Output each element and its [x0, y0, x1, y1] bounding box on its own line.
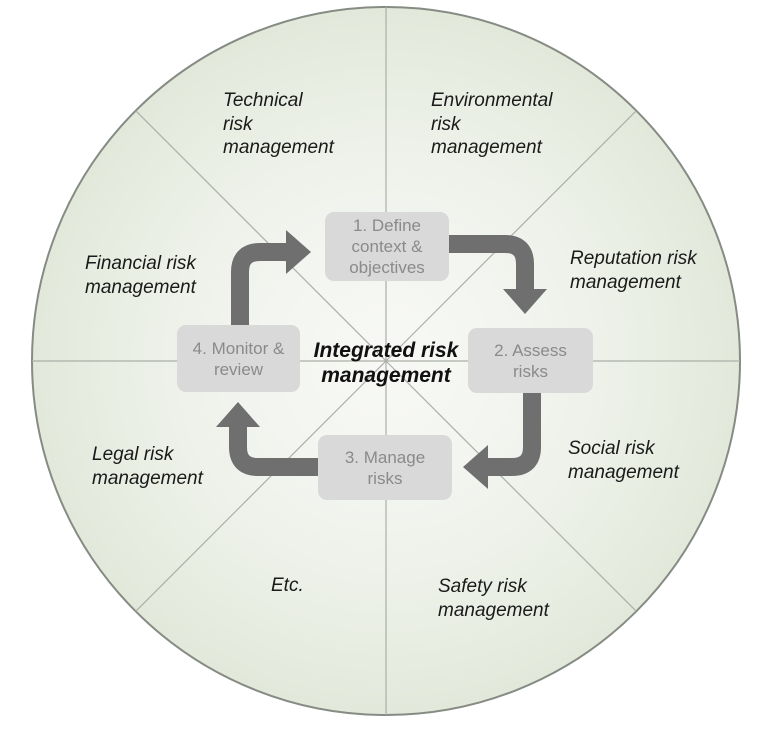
- sector-label-environmental: Environmental risk management: [431, 90, 553, 158]
- sector-label-safety: Safety risk management: [438, 576, 549, 621]
- sector-label-technical: Technical risk management: [223, 90, 334, 158]
- cycle-arrows: [229, 235, 541, 476]
- arrow-step1-to-step2: [448, 235, 534, 289]
- arrow-step4-to-step1: [231, 243, 286, 327]
- step-box-manage-risks: 3. Manage risks: [318, 435, 452, 500]
- arrowhead-down-icon: [503, 289, 547, 314]
- arrowhead-right-icon: [286, 230, 311, 274]
- sector-label-etc: Etc.: [271, 575, 304, 596]
- arrow-step2-to-step3: [488, 392, 541, 476]
- sector-divider-northwest: [135, 110, 387, 362]
- sector-label-social: Social risk management: [568, 438, 679, 483]
- sector-label-reputation: Reputation risk management: [570, 248, 697, 293]
- arrowhead-left-icon: [463, 445, 488, 489]
- sector-label-financial: Financial risk management: [85, 253, 196, 298]
- step-box-monitor-review: 4. Monitor & review: [177, 325, 300, 392]
- diagram-title: Integrated risk management: [313, 339, 459, 387]
- sector-divider-southwest: [135, 360, 387, 612]
- sector-label-legal: Legal risk management: [92, 444, 203, 489]
- arrow-step3-to-step4: [229, 427, 318, 476]
- cycle-arrowheads: [216, 230, 547, 489]
- step-box-assess-risks: 2. Assess risks: [468, 328, 593, 393]
- sector-divider-southeast: [385, 360, 637, 612]
- step-box-define-context: 1. Define context & objectives: [325, 212, 449, 281]
- arrowhead-up-icon: [216, 402, 260, 427]
